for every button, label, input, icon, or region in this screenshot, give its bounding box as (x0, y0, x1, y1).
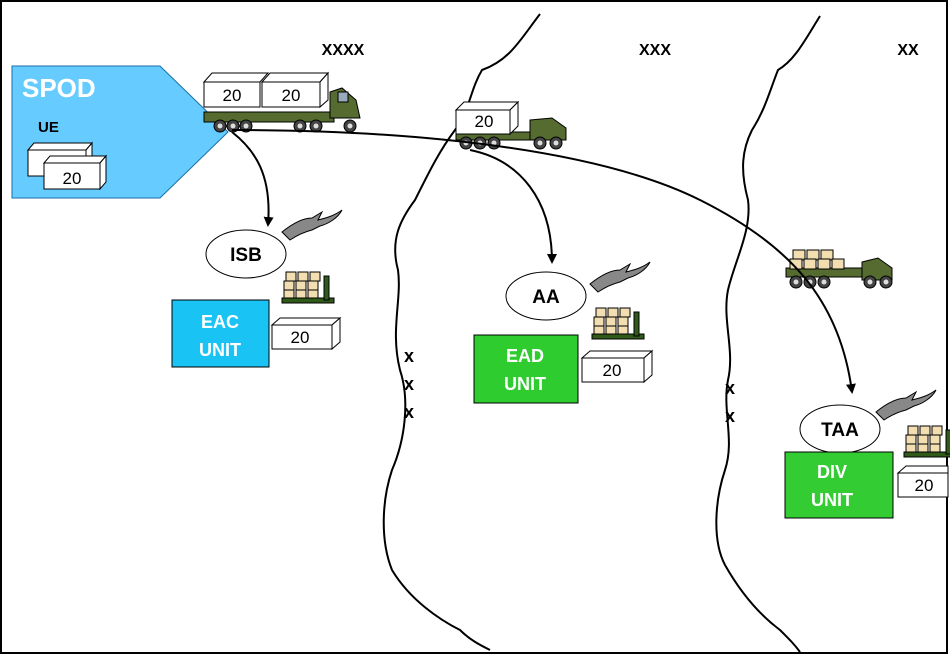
echelon-label-xxx: XXX (639, 42, 671, 59)
div-unit-line2: UNIT (811, 490, 853, 510)
flow-arrow-to-aa (469, 149, 557, 264)
second-truck (454, 100, 567, 150)
pallet-truck (785, 249, 893, 289)
main-truck-container-2: 20 (282, 86, 301, 105)
div-container (896, 465, 949, 498)
boundary-mark-left-1: x (404, 346, 414, 366)
node-isb (205, 229, 287, 279)
boundary-mark-right-1: x (725, 378, 735, 398)
ead-unit-line2: UNIT (504, 374, 546, 394)
boundary-line-left (382, 13, 541, 651)
main-truck (202, 71, 361, 133)
eac-unit-line1: EAC (201, 312, 239, 332)
eac-container (270, 316, 342, 351)
node-taa-label: TAA (821, 420, 859, 441)
ead-unit-box (473, 334, 579, 404)
div-container-number: 20 (915, 476, 934, 495)
boundary-mark-left-3: x (404, 402, 414, 422)
boundary-line-right (715, 15, 821, 653)
node-aa (505, 271, 587, 321)
div-unit-line1: DIV (817, 462, 847, 482)
eac-unit-box (171, 299, 270, 368)
boundary-mark-left-2: x (404, 374, 414, 394)
echelon-label-xxxx: XXXX (322, 42, 365, 59)
spod-container-stack (26, 141, 108, 191)
eac-container-number: 20 (291, 328, 310, 347)
second-truck-container: 20 (475, 112, 494, 131)
boundary-mark-right-2: x (725, 406, 735, 426)
node-isb-label: ISB (230, 245, 262, 266)
ead-pallet-icon (591, 307, 645, 340)
spod-container-number: 20 (63, 169, 82, 188)
spod-title: SPOD (22, 73, 96, 103)
echelon-label-xx: XX (897, 42, 919, 59)
div-unit-box (784, 451, 894, 519)
main-truck-container-1: 20 (223, 86, 242, 105)
eac-unit-line2: UNIT (199, 340, 241, 360)
ead-container-number: 20 (603, 361, 622, 380)
flow-arrow-to-isb (231, 131, 274, 227)
eac-pallet-icon (281, 271, 335, 304)
node-aa-label: AA (532, 287, 560, 308)
ead-container (580, 349, 654, 384)
ead-unit-line1: EAD (506, 346, 544, 366)
flow-arrow-to-taa (231, 129, 856, 394)
spod-ue-label: UE (38, 119, 59, 136)
